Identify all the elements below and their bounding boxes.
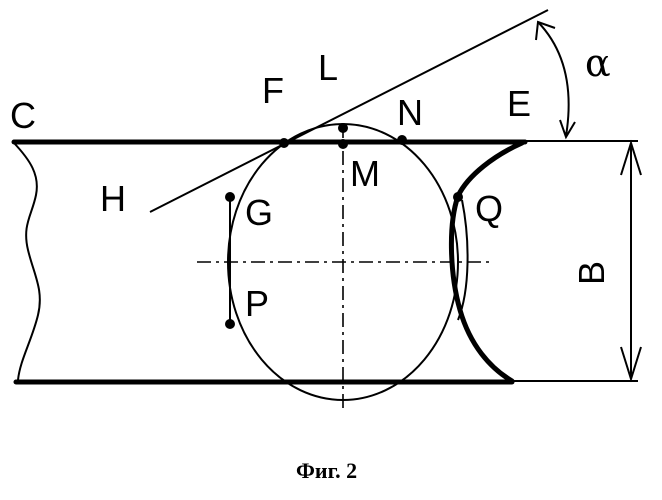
point-q [453, 192, 463, 202]
label-h: H [100, 178, 126, 219]
label-q: Q [475, 188, 503, 229]
point-m [338, 139, 348, 149]
point-n [397, 135, 407, 145]
label-g: G [245, 192, 273, 233]
label-m: M [350, 153, 380, 194]
figure-caption: Фиг. 2 [296, 458, 357, 483]
label-l: L [318, 47, 338, 88]
point-g [225, 192, 235, 202]
point-l [338, 123, 348, 133]
point-p [225, 319, 235, 329]
label-c: C [10, 95, 36, 136]
point-f [279, 138, 289, 148]
angle-alpha-arc [538, 22, 569, 136]
break-line [14, 143, 40, 380]
tangent-line [150, 10, 548, 212]
label-n: N [397, 92, 423, 133]
label-b: B [571, 261, 612, 285]
label-f: F [262, 70, 284, 111]
label-p: P [245, 283, 269, 324]
label-alpha: α [585, 41, 611, 85]
label-e: E [507, 83, 531, 124]
